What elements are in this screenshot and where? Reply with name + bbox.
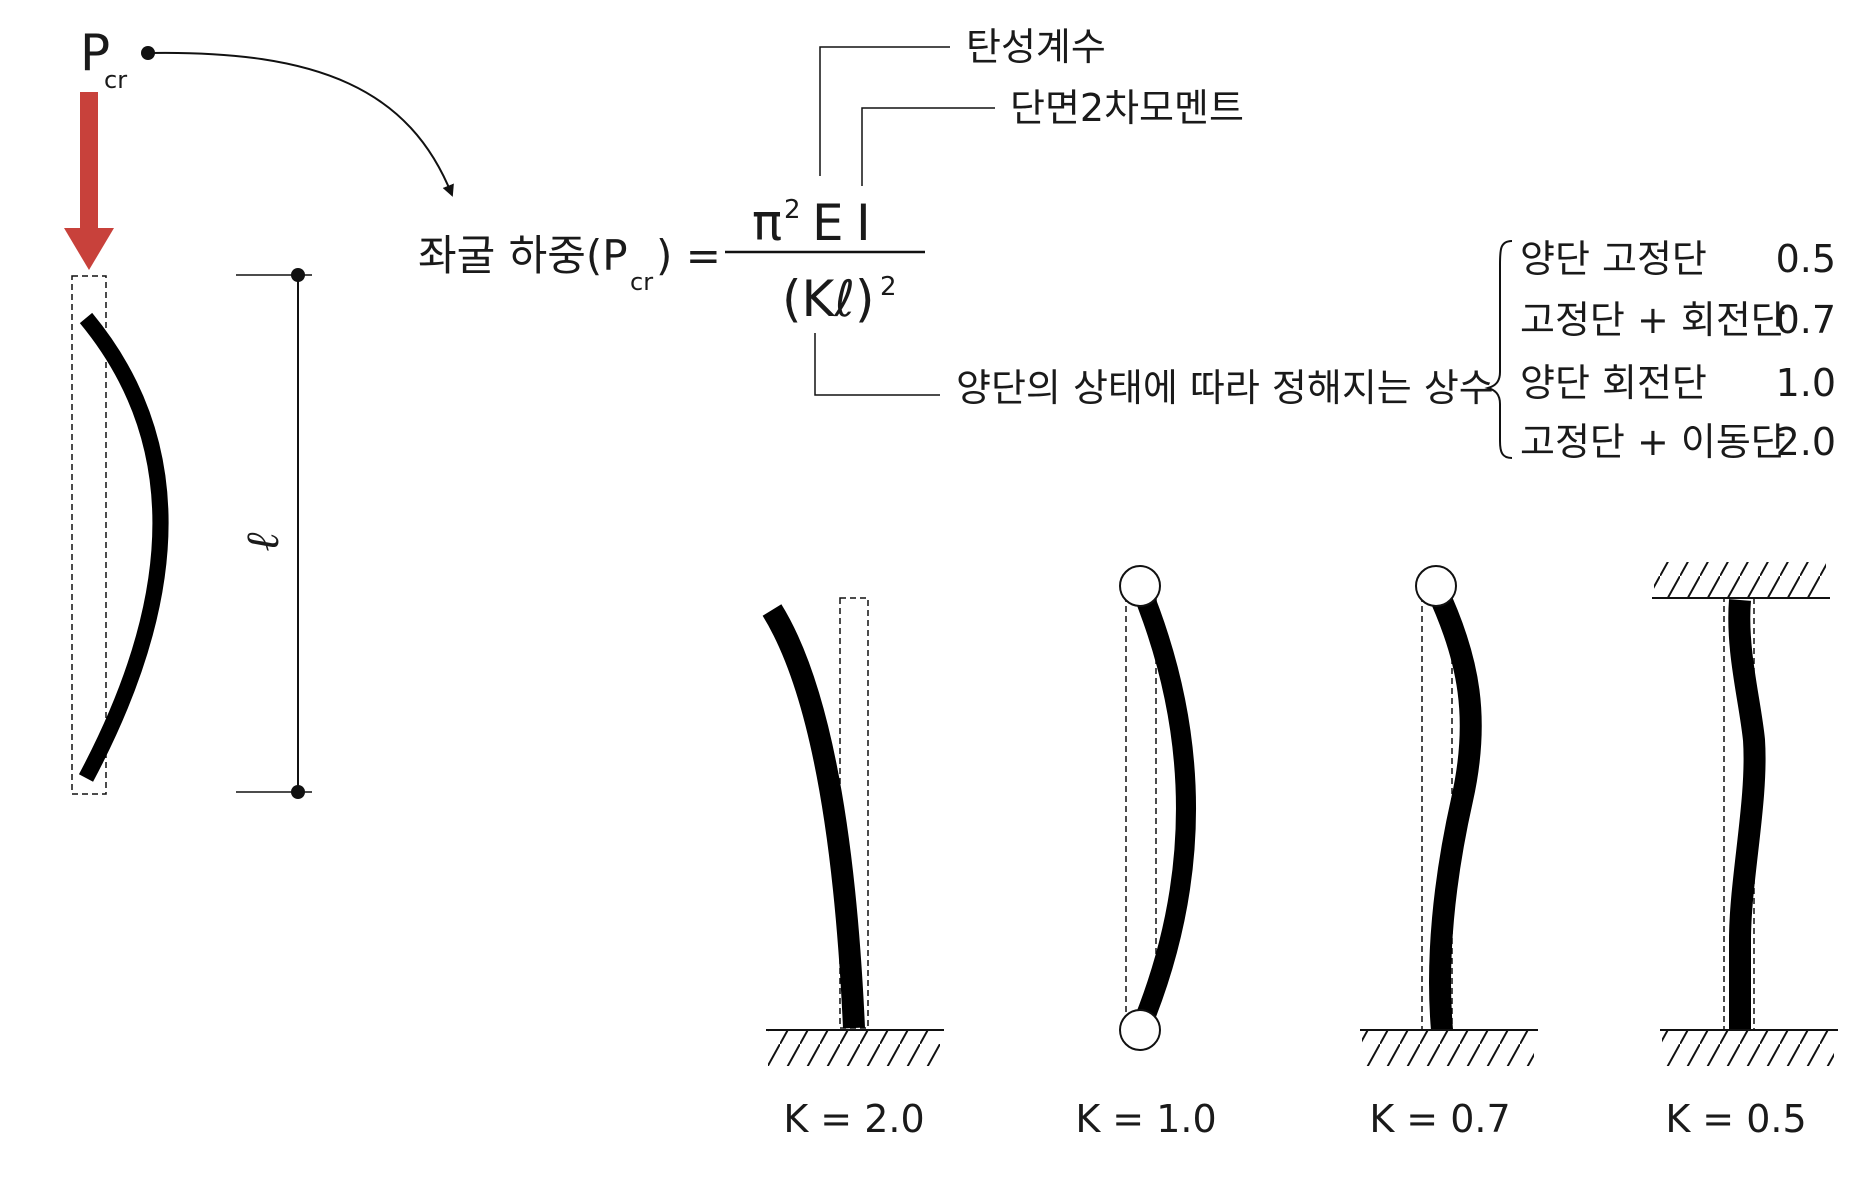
formula-pi-exponent: 2 xyxy=(784,195,801,225)
formula-lhs-close: ) = xyxy=(656,231,721,280)
pin-support-top xyxy=(1415,565,1457,607)
formula-E: E xyxy=(812,194,844,252)
k-table-value: 2.0 xyxy=(1776,420,1836,464)
k-table-row: 고정단 + 이동단 2.0 xyxy=(1520,420,1836,464)
column-deflected-shape xyxy=(1426,583,1482,1031)
k-table-value: 1.0 xyxy=(1776,361,1836,405)
k-table-row: 양단 회전단 1.0 xyxy=(1520,361,1836,405)
k-table-condition: 고정단 + 회전단 xyxy=(1520,298,1786,342)
dimension-bottom-dot xyxy=(291,785,305,799)
formula-denominator: (Kℓ) xyxy=(782,270,874,328)
column-k-0-5: K = 0.5 xyxy=(1652,562,1838,1141)
k-table-row: 양단 고정단 0.5 xyxy=(1520,237,1836,281)
column-deflected-shape xyxy=(1728,599,1766,1030)
E-leader-line xyxy=(819,46,950,176)
column-k-0-7: K = 0.7 xyxy=(1360,565,1538,1141)
load-subscript: cr xyxy=(104,66,127,94)
k-table-row: 고정단 + 회전단 0.7 xyxy=(1520,298,1836,342)
load-label: P cr xyxy=(80,24,127,94)
pin-support-bottom xyxy=(1119,1009,1161,1051)
K-leader-line xyxy=(814,333,940,396)
column-k-label: K = 0.7 xyxy=(1369,1097,1510,1141)
formula-lhs-subscript: cr xyxy=(630,268,653,296)
dimension-top-dot xyxy=(291,268,305,282)
pin-support-top xyxy=(1119,565,1161,607)
formula-I: I xyxy=(856,194,871,252)
column-k-label: K = 2.0 xyxy=(783,1097,924,1141)
k-table-condition: 양단 고정단 xyxy=(1520,237,1707,281)
k-table-value: 0.7 xyxy=(1776,298,1836,342)
buckling-formula: 좌굴 하중(P cr ) = π 2 E I (Kℓ) 2 xyxy=(418,194,925,328)
column-deflected-shape xyxy=(762,604,865,1029)
load-arrow xyxy=(64,92,114,270)
buckled-column xyxy=(78,312,169,782)
formula-denominator-exponent: 2 xyxy=(880,272,897,302)
k-table-value: 0.5 xyxy=(1776,237,1836,281)
k-table-condition: 고정단 + 이동단 xyxy=(1520,420,1786,464)
I-leader-line xyxy=(861,107,995,186)
original-column-outline xyxy=(71,275,107,795)
column-k-label: K = 0.5 xyxy=(1665,1097,1806,1141)
k-table: 양단 고정단 0.5 고정단 + 회전단 0.7 양단 회전단 1.0 고정단 … xyxy=(1520,237,1836,464)
length-dimension: ℓ xyxy=(235,268,312,799)
fixed-support-hatch xyxy=(768,1030,940,1066)
load-arrow-shaft xyxy=(80,92,98,232)
k-table-brace xyxy=(1484,240,1513,459)
formula-lhs: 좌굴 하중(P xyxy=(418,231,628,280)
column-k-2-0: K = 2.0 xyxy=(762,597,944,1141)
column-k-label: K = 1.0 xyxy=(1075,1097,1216,1141)
load-symbol: P xyxy=(80,24,110,82)
I-annotation: 단면2차모멘트 xyxy=(1010,86,1244,130)
load-arrow-head xyxy=(64,228,114,270)
column-k-1-0: K = 1.0 xyxy=(1075,565,1217,1141)
fixed-support-hatch xyxy=(1362,1030,1534,1066)
E-annotation: 탄성계수 xyxy=(966,25,1106,69)
column-deflected-shape xyxy=(1130,582,1196,1034)
length-label: ℓ xyxy=(235,532,289,552)
fixed-support-top-hatch xyxy=(1654,562,1826,598)
column-original-outline xyxy=(1125,587,1157,1031)
K-annotation: 양단의 상태에 따라 정해지는 상수 xyxy=(956,366,1494,410)
formula-pi: π xyxy=(752,194,782,252)
fixed-support-hatch xyxy=(1662,1030,1834,1066)
k-table-condition: 양단 회전단 xyxy=(1520,361,1707,405)
pointer-curve-arrow xyxy=(147,51,454,197)
